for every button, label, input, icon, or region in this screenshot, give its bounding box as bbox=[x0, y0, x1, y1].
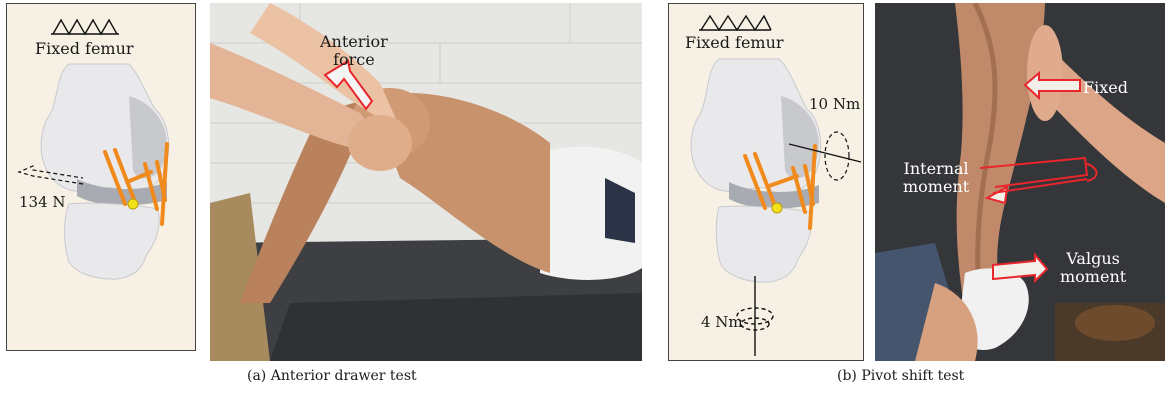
valgus-moment-label: Valgus moment bbox=[1060, 250, 1126, 285]
force-value-label: 134 N bbox=[19, 194, 66, 211]
valgus-moment-label-line1: Valgus bbox=[1060, 250, 1126, 268]
anterior-force-label: Anterior force bbox=[320, 33, 388, 68]
top-moment-label: 10 Nm bbox=[809, 96, 860, 113]
anterior-force-label-line1: Anterior bbox=[320, 33, 388, 51]
bottom-moment-label: 4 Nm bbox=[701, 314, 743, 331]
internal-moment-label: Internal moment bbox=[903, 160, 969, 195]
valgus-moment-label-line2: moment bbox=[1060, 268, 1126, 286]
caption-a: (a) Anterior drawer test bbox=[247, 368, 417, 384]
tibia-shape bbox=[716, 206, 811, 282]
anterior-force-label-line2: force bbox=[320, 51, 388, 69]
knee-model-b-drawing bbox=[669, 4, 864, 361]
anterior-drawer-photo-scene bbox=[210, 3, 642, 361]
internal-moment-label-line1: Internal bbox=[903, 160, 969, 178]
caption-b: (b) Pivot shift test bbox=[837, 368, 964, 384]
fixed-femur-label: Fixed femur bbox=[35, 40, 134, 58]
knee-model-b: Fixed femur 10 Nm 4 Nm bbox=[668, 3, 864, 361]
tibia-shape bbox=[65, 203, 160, 279]
fixed-support-icon bbox=[699, 16, 771, 30]
fixed-label: Fixed bbox=[1083, 79, 1128, 97]
knee-model-a: Fixed femur 134 N bbox=[6, 3, 196, 351]
ligament-attachment-point bbox=[772, 203, 782, 213]
fixed-support-icon bbox=[51, 20, 119, 34]
fixed-femur-label: Fixed femur bbox=[685, 34, 784, 52]
internal-moment-label-line2: moment bbox=[903, 178, 969, 196]
anterior-drawer-photo: Anterior force bbox=[210, 3, 642, 361]
ligament-attachment-point bbox=[128, 199, 138, 209]
pivot-shift-photo: Fixed Internal moment Valgus moment bbox=[875, 3, 1165, 361]
